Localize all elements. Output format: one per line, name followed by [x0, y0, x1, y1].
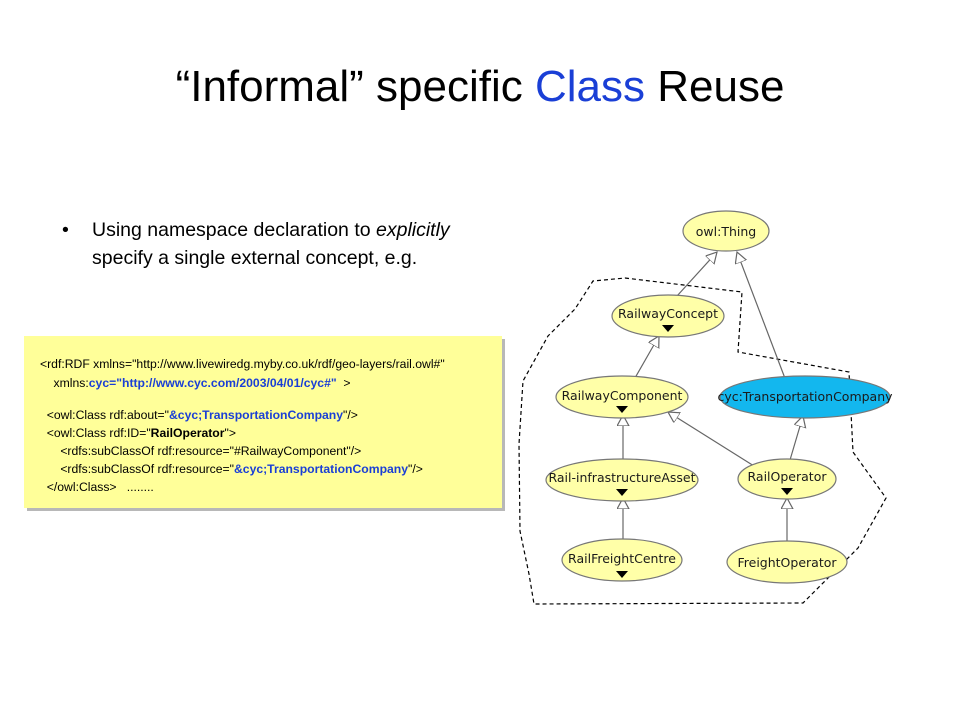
slide-title: “Informal” specific Class Reuse [0, 62, 960, 112]
node-freight-operator[interactable]: FreightOperator [726, 540, 848, 584]
code-line-6: <rdfs:subClassOf rdf:resource="&cyc;Tran… [40, 462, 423, 476]
edge-railwayconcept-thing [676, 252, 717, 297]
code-line-2-cyc-namespace: cyc="http://www.cyc.com/2003/04/01/cyc#" [88, 376, 337, 390]
edge-railoperator-transportationcompany [789, 416, 803, 461]
code-line-6-cyc-ref: &cyc;TransportationCompany [233, 462, 409, 476]
edge-railoperator-railwaycomponent [668, 412, 755, 467]
node-railway-concept-label: RailwayConcept [618, 306, 718, 321]
code-line-4-c: "> [224, 426, 236, 440]
bullet-text: Using namespace declaration to explicitl… [92, 216, 462, 272]
bullet-marker: • [62, 219, 69, 241]
node-railway-component-label: RailwayComponent [562, 388, 683, 403]
node-rail-operator[interactable]: RailOperator [737, 458, 837, 500]
node-rail-freight-centre[interactable]: RailFreightCentre [561, 538, 683, 582]
node-rail-operator-label: RailOperator [748, 469, 828, 484]
code-line-2-a: xmlns: [40, 376, 89, 390]
code-line-1: <rdf:RDF xmlns="http://www.livewiredg.my… [40, 357, 445, 371]
code-line-7: </owl:Class> ........ [40, 480, 154, 494]
code-line-5: <rdfs:subClassOf rdf:resource="#RailwayC… [40, 444, 362, 458]
expand-triangle-icon[interactable] [662, 325, 674, 332]
edge-transportationcompany-thing [737, 252, 787, 382]
edge-railwaycomponent-railwayconcept [634, 336, 659, 379]
code-line-4-a: <owl:Class rdf:ID=" [40, 426, 151, 440]
title-text-post: Reuse [645, 62, 785, 111]
code-line-4: <owl:Class rdf:ID="RailOperator"> [40, 426, 236, 440]
expand-triangle-icon[interactable] [616, 571, 628, 578]
code-line-3-a: <owl:Class rdf:about=" [40, 408, 169, 422]
bullet-text-emphasis: explicitly [376, 219, 450, 241]
code-line-4-class-id: RailOperator [150, 426, 225, 440]
code-line-2: xmlns:cyc="http://www.cyc.com/2003/04/01… [40, 376, 351, 390]
node-owl-thing[interactable]: owl:Thing [682, 210, 770, 252]
node-transportation-company[interactable]: cyc:TransportationCompany [717, 375, 893, 419]
code-line-2-c: > [336, 376, 351, 390]
title-text-pre: “Informal” specific [175, 62, 535, 111]
node-rail-freight-centre-label: RailFreightCentre [568, 551, 676, 566]
expand-triangle-icon[interactable] [781, 488, 793, 495]
node-freight-operator-label: FreightOperator [737, 555, 837, 570]
node-rail-infrastructure-asset-label: Rail-infrastructureAsset [548, 470, 695, 485]
node-rail-infrastructure-asset[interactable]: Rail-infrastructureAsset [545, 458, 699, 502]
node-owl-thing-label: owl:Thing [696, 224, 756, 239]
title-text-highlight: Class [534, 62, 646, 111]
node-transportation-company-label: cyc:TransportationCompany [717, 389, 893, 404]
code-line-6-a: <rdfs:subClassOf rdf:resource=" [40, 462, 234, 476]
code-line-3-c: "/> [343, 408, 358, 422]
code-line-3: <owl:Class rdf:about="&cyc;Transportatio… [40, 408, 358, 422]
bullet-text-part2: specify a single external concept, e.g. [92, 247, 418, 269]
expand-triangle-icon[interactable] [616, 489, 628, 496]
group-boundary [518, 277, 887, 605]
code-line-3-cyc-ref: &cyc;TransportationCompany [168, 408, 344, 422]
bullet-text-part1: Using namespace declaration to [92, 219, 376, 241]
expand-triangle-icon[interactable] [616, 406, 628, 413]
node-railway-concept[interactable]: RailwayConcept [611, 294, 725, 338]
code-example-box: <rdf:RDF xmlns="http://www.livewiredg.my… [24, 336, 502, 508]
code-line-6-c: "/> [408, 462, 423, 476]
node-railway-component[interactable]: RailwayComponent [555, 375, 689, 419]
